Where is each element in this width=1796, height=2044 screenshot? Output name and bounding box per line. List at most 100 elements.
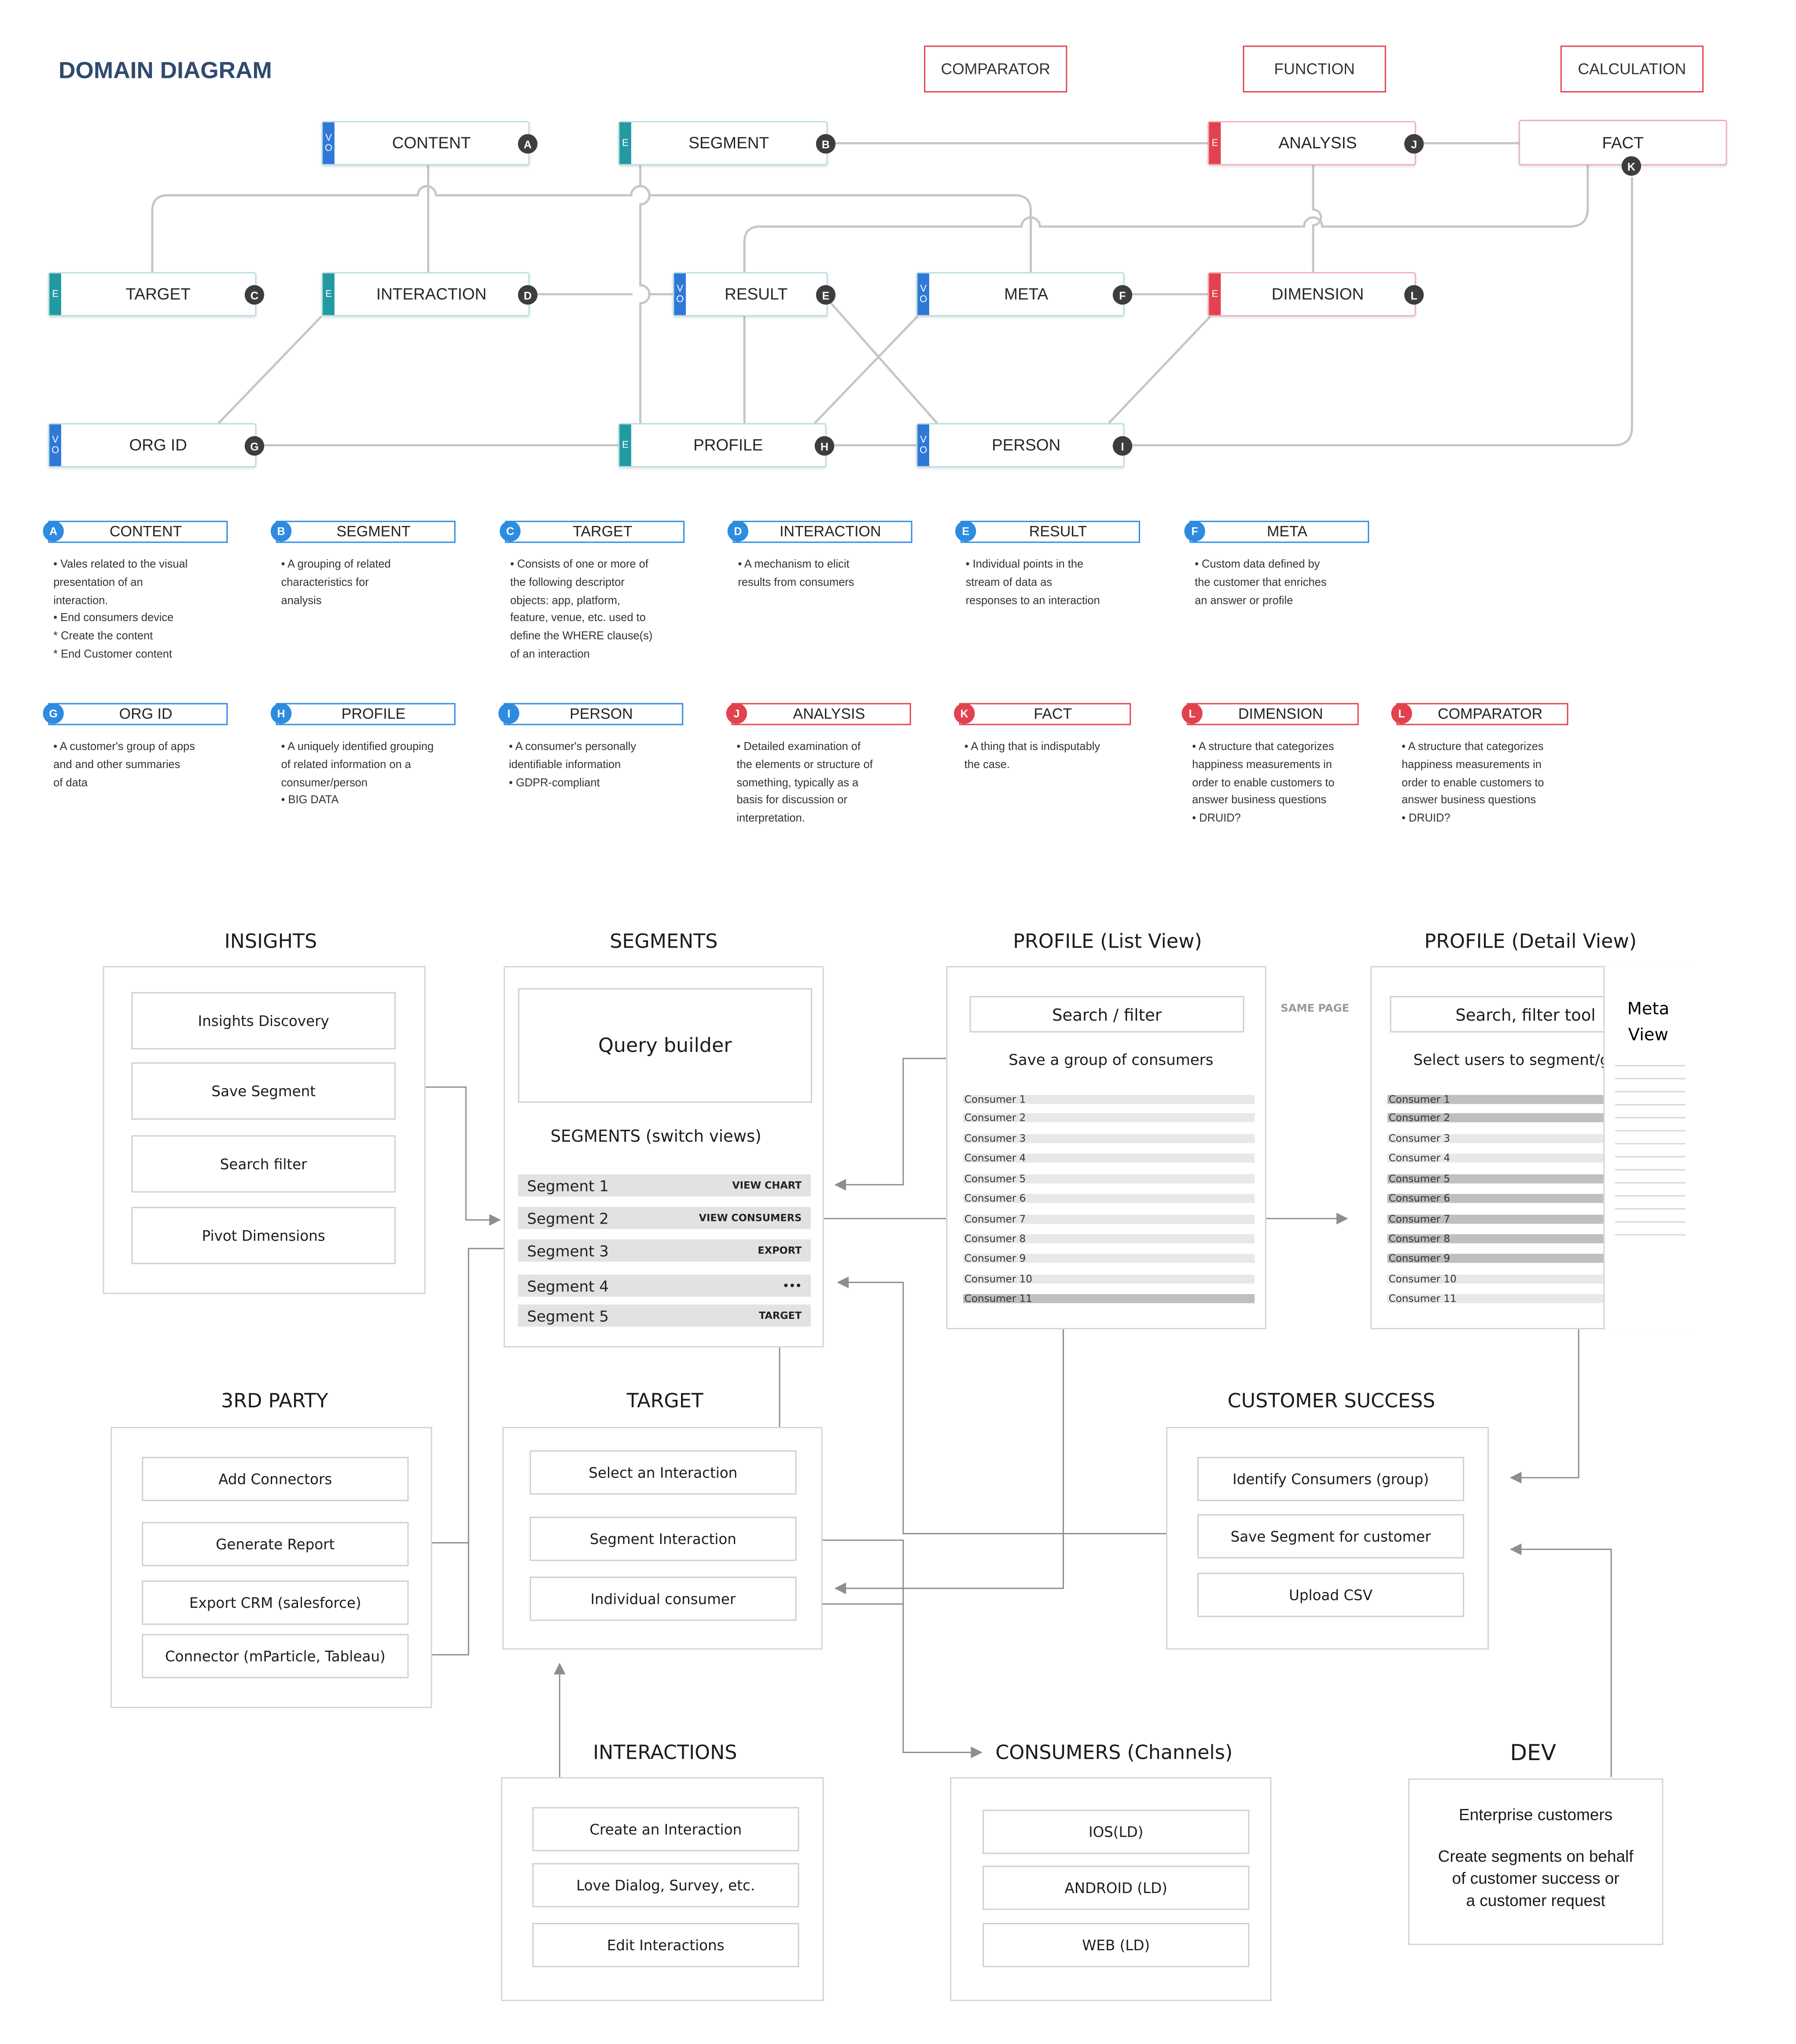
ios-channel-button[interactable]: IOS(LD) bbox=[983, 1809, 1250, 1854]
meta-field-line bbox=[1615, 1065, 1686, 1066]
consumer-row[interactable]: Consumer 9 bbox=[1387, 1253, 1604, 1263]
consumers-panel: IOS(LD) ANDROID (LD) WEB (LD) bbox=[950, 1777, 1272, 2001]
entity-name: PERSON bbox=[992, 436, 1061, 455]
consumer-row[interactable]: Consumer 6 bbox=[963, 1193, 1255, 1203]
same-page-label: SAME PAGE bbox=[1281, 1001, 1350, 1015]
target-action[interactable]: TARGET bbox=[758, 1309, 802, 1322]
rel-dimension-person bbox=[1108, 316, 1211, 424]
search-filter-button[interactable]: Search filter bbox=[131, 1135, 396, 1193]
entity-profile[interactable]: E PROFILE H bbox=[618, 423, 835, 467]
export-action[interactable]: EXPORT bbox=[758, 1244, 802, 1257]
add-connectors-button[interactable]: Add Connectors bbox=[142, 1457, 409, 1501]
insights-discovery-button[interactable]: Insights Discovery bbox=[131, 992, 396, 1050]
consumer-row[interactable]: Consumer 1 bbox=[963, 1094, 1255, 1105]
consumer-row[interactable]: Consumer 7 bbox=[1387, 1214, 1604, 1224]
android-channel-button[interactable]: ANDROID (LD) bbox=[983, 1865, 1250, 1910]
generate-report-button[interactable]: Generate Report bbox=[142, 1522, 409, 1566]
entity-analysis[interactable]: E ANALYSIS J bbox=[1207, 121, 1424, 165]
view-chart-action[interactable]: VIEW CHART bbox=[732, 1179, 802, 1191]
more-options-icon[interactable]: ••• bbox=[783, 1279, 802, 1292]
consumer-row[interactable]: Consumer 11 bbox=[1387, 1294, 1604, 1304]
legend-letter: A bbox=[43, 521, 64, 542]
consumer-row[interactable]: Consumer 2 bbox=[1387, 1113, 1604, 1123]
arrow-detail-to-customer-success bbox=[1509, 1301, 1579, 1484]
profile-list-heading: PROFILE (List View) bbox=[1013, 930, 1202, 953]
consumer-row[interactable]: Consumer 3 bbox=[963, 1133, 1255, 1143]
view-consumers-action[interactable]: VIEW CONSUMERS bbox=[699, 1212, 802, 1224]
web-channel-button[interactable]: WEB (LD) bbox=[983, 1923, 1250, 1967]
meta-field-line bbox=[1615, 1221, 1686, 1223]
save-segment-button[interactable]: Save Segment bbox=[131, 1062, 396, 1120]
legend-letter: J bbox=[726, 703, 747, 724]
entity-dimension[interactable]: E DIMENSION L bbox=[1207, 272, 1424, 316]
meta-view-label: Meta View bbox=[1627, 1000, 1670, 1046]
entity-marker: E bbox=[49, 273, 61, 315]
search-filter-tool-input[interactable]: Search, filter tool bbox=[1390, 996, 1605, 1033]
entity-segment[interactable]: E SEGMENT B bbox=[618, 121, 836, 165]
consumer-row[interactable]: Consumer 11 bbox=[963, 1294, 1255, 1304]
entity-name: ORG ID bbox=[129, 436, 187, 455]
save-segment-customer-button[interactable]: Save Segment for customer bbox=[1197, 1514, 1465, 1559]
meta-field-line bbox=[1615, 1195, 1686, 1197]
consumer-row[interactable]: Consumer 7 bbox=[963, 1214, 1255, 1224]
entity-fact[interactable]: FACT K bbox=[1519, 120, 1727, 176]
upload-csv-button[interactable]: Upload CSV bbox=[1197, 1573, 1465, 1617]
legend-title: FACT bbox=[1034, 706, 1072, 722]
export-crm-button[interactable]: Export CRM (salesforce) bbox=[142, 1581, 409, 1625]
segment-row[interactable]: Segment 4••• bbox=[518, 1274, 811, 1297]
consumer-row[interactable]: Consumer 2 bbox=[963, 1113, 1255, 1123]
search-filter-input[interactable]: Search / filter bbox=[969, 996, 1244, 1033]
love-dialog-survey-button[interactable]: Love Dialog, Survey, etc. bbox=[532, 1863, 799, 1908]
consumer-row[interactable]: Consumer 10 bbox=[1387, 1274, 1604, 1284]
consumer-row[interactable]: Consumer 5 bbox=[963, 1174, 1255, 1184]
consumer-row[interactable]: Consumer 4 bbox=[963, 1153, 1255, 1163]
pivot-dimensions-button[interactable]: Pivot Dimensions bbox=[131, 1207, 396, 1265]
dev-heading: DEV bbox=[1510, 1740, 1557, 1767]
consumer-row[interactable]: Consumer 9 bbox=[963, 1253, 1255, 1263]
consumer-row[interactable]: Consumer 5 bbox=[1387, 1174, 1604, 1184]
insights-heading: INSIGHTS bbox=[224, 930, 317, 953]
entity-marker: E bbox=[323, 273, 335, 315]
query-builder-button[interactable]: Query builder bbox=[518, 988, 812, 1103]
consumer-row[interactable]: Consumer 8 bbox=[963, 1234, 1255, 1244]
create-interaction-button[interactable]: Create an Interaction bbox=[532, 1807, 799, 1852]
consumer-row[interactable]: Consumer 6 bbox=[1387, 1193, 1604, 1203]
entity-letter-badge: G bbox=[244, 436, 265, 456]
consumer-row[interactable]: Consumer 1 bbox=[1387, 1094, 1604, 1105]
entity-target[interactable]: E TARGET C bbox=[48, 272, 265, 316]
entity-marker: E bbox=[1209, 273, 1221, 315]
consumer-row[interactable]: Consumer 10 bbox=[963, 1274, 1255, 1284]
target-heading: TARGET bbox=[626, 1389, 703, 1413]
connector-button[interactable]: Connector (mParticle, Tableau) bbox=[142, 1634, 409, 1678]
profile-detail-heading: PROFILE (Detail View) bbox=[1424, 930, 1637, 953]
consumer-row[interactable]: Consumer 4 bbox=[1387, 1153, 1604, 1163]
entity-interaction[interactable]: E INTERACTION D bbox=[321, 272, 538, 316]
select-interaction-button[interactable]: Select an Interaction bbox=[530, 1450, 797, 1495]
comparator-label: COMPARATOR bbox=[924, 45, 1067, 93]
consumer-row[interactable]: Consumer 8 bbox=[1387, 1234, 1604, 1244]
identify-consumers-button[interactable]: Identify Consumers (group) bbox=[1197, 1457, 1465, 1501]
consumer-row[interactable]: Consumer 3 bbox=[1387, 1133, 1604, 1143]
segment-interaction-button[interactable]: Segment Interaction bbox=[530, 1517, 797, 1561]
save-group-link[interactable]: Save a group of consumers bbox=[1008, 1051, 1214, 1069]
meta-view-panel[interactable]: Meta View bbox=[1603, 966, 1692, 1330]
edit-interactions-button[interactable]: Edit Interactions bbox=[532, 1923, 799, 1967]
individual-consumer-button[interactable]: Individual consumer bbox=[530, 1577, 797, 1621]
